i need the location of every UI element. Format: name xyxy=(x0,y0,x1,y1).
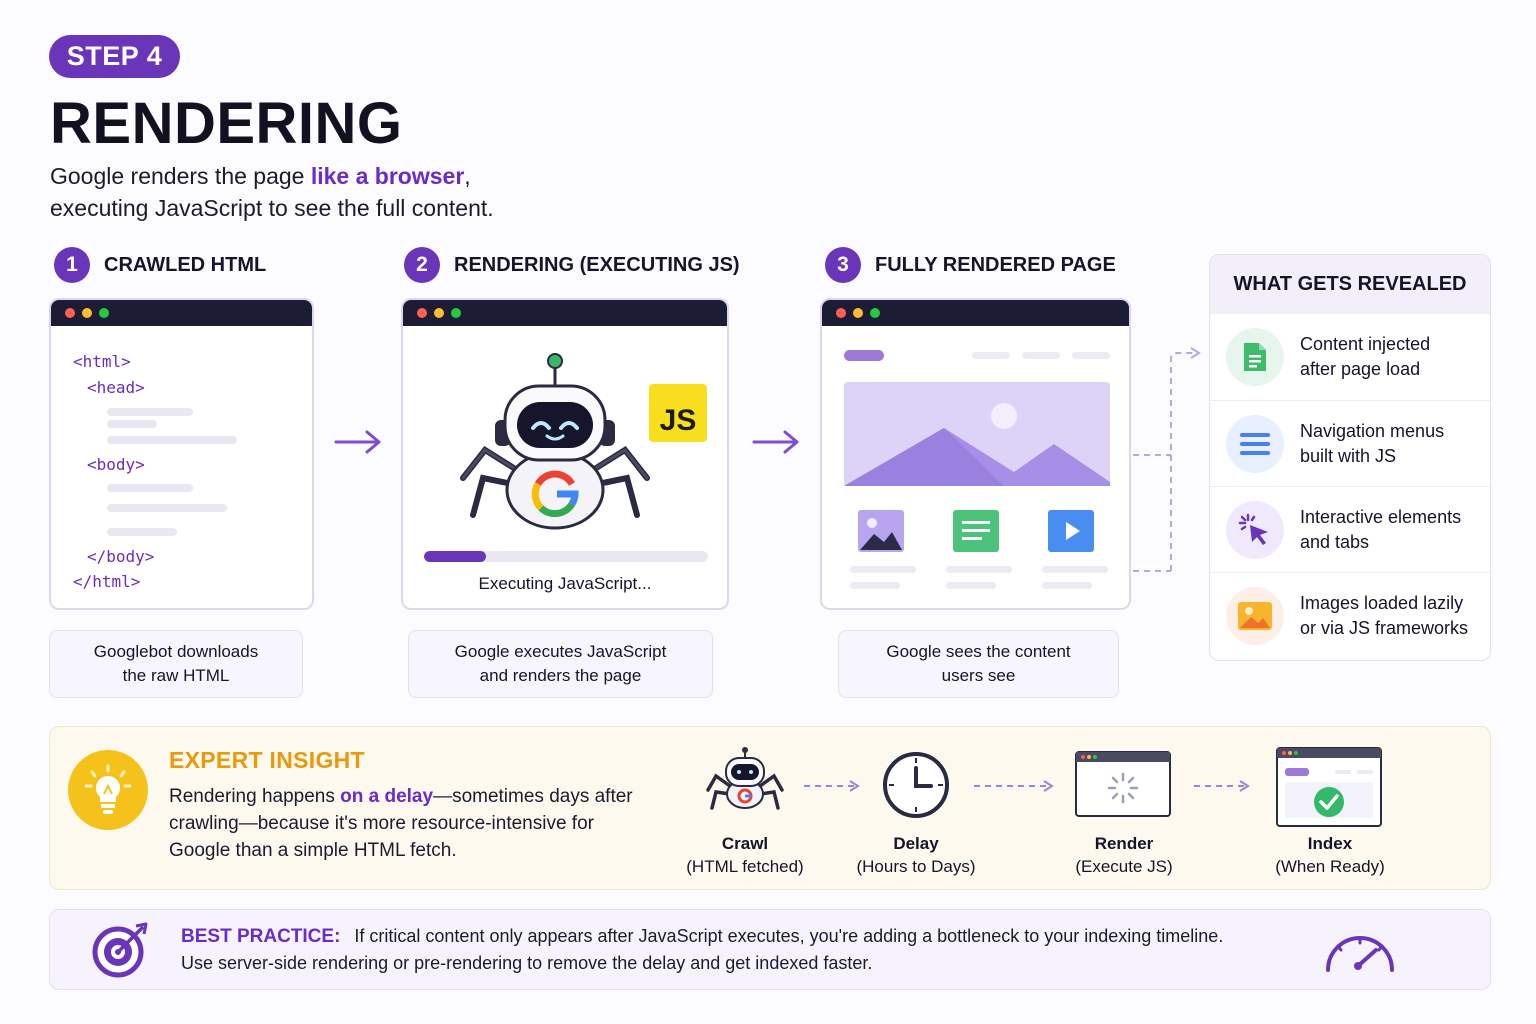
document-icon xyxy=(1226,328,1284,386)
nav-placeholder xyxy=(972,352,1010,359)
hero-image-icon xyxy=(844,382,1110,486)
close-dot-icon xyxy=(417,308,427,318)
fully-rendered-window xyxy=(820,298,1131,610)
step-1-number: 1 xyxy=(54,247,90,283)
code-body-close: </body> xyxy=(87,547,155,566)
maximize-dot-icon xyxy=(451,308,461,318)
code-body-open: <body> xyxy=(87,455,145,474)
rendering-window: JS Executing JavaScript... xyxy=(401,298,729,610)
window-titlebar xyxy=(403,300,727,326)
best-practice-panel xyxy=(49,909,1491,990)
step-2-header: 2 RENDERING (EXECUTING JS) xyxy=(404,247,740,283)
code-placeholder-line xyxy=(107,436,237,444)
window-titlebar xyxy=(51,300,312,326)
dashed-arrow-icon xyxy=(804,780,860,792)
close-dot-icon xyxy=(836,308,846,318)
js-badge: JS xyxy=(649,384,707,442)
step-3-header: 3 FULLY RENDERED PAGE xyxy=(825,247,1116,283)
dashed-arrow-icon xyxy=(974,780,1054,792)
timeline-crawl-label: Crawl(HTML fetched) xyxy=(686,834,804,876)
dashed-arrow-icon xyxy=(1194,780,1250,792)
nav-placeholder xyxy=(1022,352,1060,359)
maximize-dot-icon xyxy=(99,308,109,318)
step-1-label: CRAWLED HTML xyxy=(104,253,267,276)
step-3-number: 3 xyxy=(825,247,861,283)
index-window-icon xyxy=(1276,747,1382,827)
minimize-dot-icon xyxy=(853,308,863,318)
render-window-icon xyxy=(1075,751,1171,817)
timeline-render-label: Render(Execute JS) xyxy=(1075,834,1173,876)
close-dot-icon xyxy=(65,308,75,318)
nav-placeholder xyxy=(1072,352,1110,359)
code-placeholder-line xyxy=(107,504,227,512)
text-placeholder xyxy=(946,566,1012,573)
code-html-open: <html> xyxy=(73,352,131,371)
window-titlebar xyxy=(822,300,1129,326)
step-2-number: 2 xyxy=(404,247,440,283)
expert-insight-panel xyxy=(49,726,1491,890)
googlebot-spider-icon xyxy=(460,353,650,530)
arrow-right-icon xyxy=(752,430,799,454)
cursor-click-icon xyxy=(1226,500,1284,559)
step-3-label: FULLY RENDERED PAGE xyxy=(875,253,1116,276)
image-thumb-icon xyxy=(858,510,904,552)
text-block-icon xyxy=(953,510,999,552)
target-icon xyxy=(92,922,148,978)
code-placeholder-line xyxy=(107,484,193,492)
code-html-close: </html> xyxy=(73,572,141,591)
best-practice-label: BEST PRACTICE: xyxy=(181,926,341,947)
reveal-connector xyxy=(1133,347,1201,572)
text-placeholder xyxy=(946,582,996,589)
render-progress-fill xyxy=(424,551,487,562)
reveal-panel-title: WHAT GETS REVEALED xyxy=(1210,255,1490,314)
lightbulb-icon xyxy=(68,750,148,830)
crawl-spider-icon xyxy=(706,747,784,810)
subtitle: Google renders the page like a browser, … xyxy=(50,163,494,221)
code-placeholder-line xyxy=(107,420,157,428)
code-placeholder-line xyxy=(107,408,193,416)
text-placeholder xyxy=(1042,582,1092,589)
maximize-dot-icon xyxy=(870,308,880,318)
expert-insight-title: EXPERT INSIGHT xyxy=(169,747,365,773)
step-pill: STEP 4 xyxy=(49,35,180,78)
video-play-icon xyxy=(1048,510,1094,552)
step-2-label: RENDERING (EXECUTING JS) xyxy=(454,253,740,276)
arrow-right-icon xyxy=(334,430,381,454)
minimize-dot-icon xyxy=(82,308,92,318)
crawled-html-window: <html> <head> <body> </body> </html> xyxy=(49,298,314,610)
text-placeholder xyxy=(850,582,900,589)
expert-insight-text: Rendering happens on a delay—sometimes d… xyxy=(169,786,633,861)
image-icon xyxy=(1226,586,1284,645)
menu-icon xyxy=(1226,414,1284,473)
page-title: RENDERING xyxy=(50,91,403,156)
minimize-dot-icon xyxy=(434,308,444,318)
page-logo-placeholder xyxy=(844,350,884,361)
timeline-index-label: Index(When Ready) xyxy=(1275,834,1385,876)
text-placeholder xyxy=(850,566,916,573)
step-1-header: 1 CRAWLED HTML xyxy=(54,247,266,283)
best-practice-text: BEST PRACTICE:If critical content only a… xyxy=(181,926,1224,973)
text-placeholder xyxy=(1042,566,1108,573)
timeline-delay-label: Delay(Hours to Days) xyxy=(856,834,976,876)
code-head-open: <head> xyxy=(87,378,145,397)
clock-icon xyxy=(883,752,949,818)
code-placeholder-line xyxy=(107,528,177,536)
speedometer-icon xyxy=(1326,936,1394,972)
render-progress-bar xyxy=(424,551,708,562)
render-status-text: Executing JavaScript... xyxy=(478,574,652,593)
